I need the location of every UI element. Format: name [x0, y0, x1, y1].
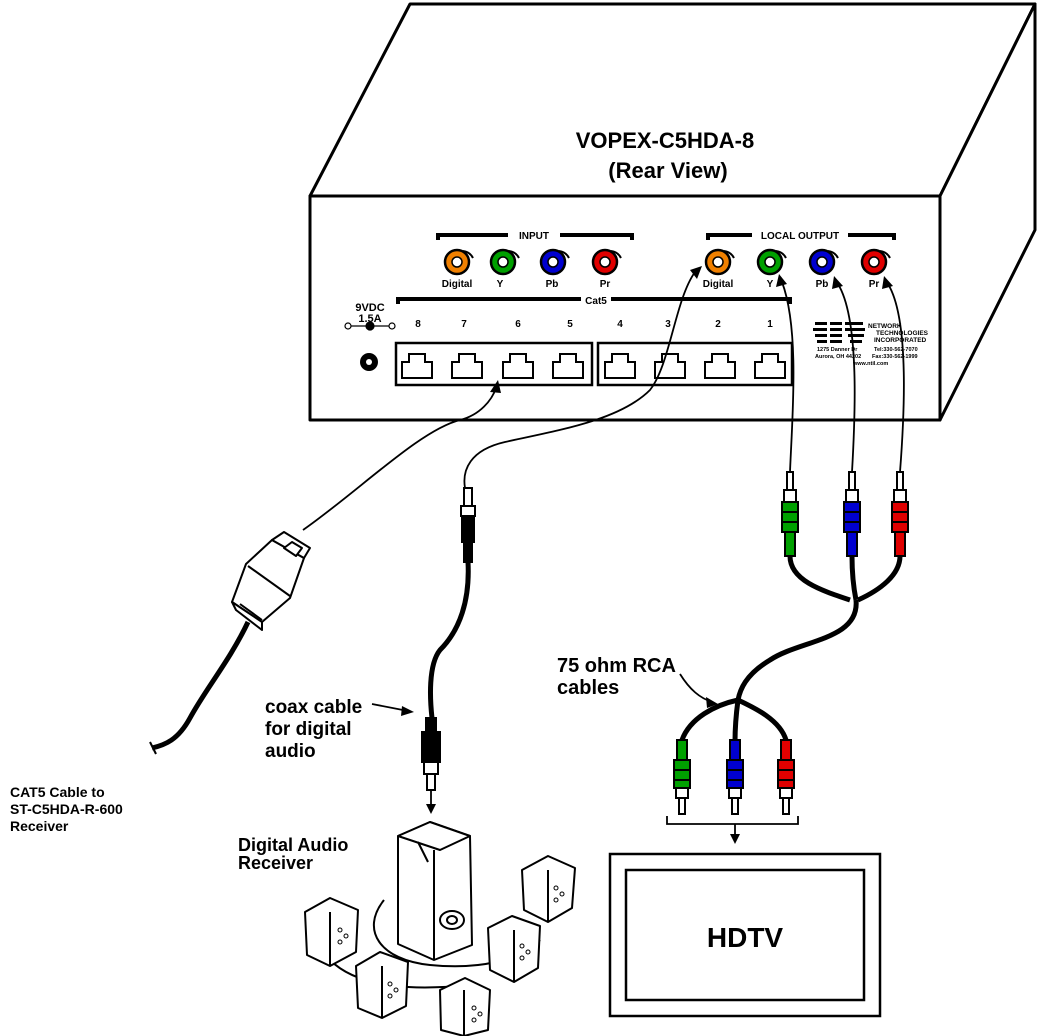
- audio-receiver-label-2: Receiver: [238, 853, 313, 873]
- cat5-cable-upper: [302, 387, 497, 531]
- company-name-2: TECHNOLOGIES: [876, 330, 929, 337]
- coax-cable-upper: [463, 271, 696, 489]
- coax-cable-middle: [428, 561, 471, 719]
- device-subtitle: (Rear View): [608, 158, 727, 183]
- port-number-3: 3: [665, 319, 671, 330]
- coax-callout-line-2: for digital: [265, 719, 352, 740]
- rca-plug-bottom-blue: [726, 739, 744, 815]
- power-rating-amps: 1.5A: [358, 313, 381, 325]
- company-logo: [813, 322, 865, 343]
- rj45-port-4: [604, 353, 636, 379]
- cat5-callout-line-1: CAT5 Cable to: [10, 784, 105, 800]
- cat5-label: Cat5: [585, 296, 607, 307]
- company-tel: Tel:330-562-7070: [874, 347, 918, 353]
- rj45-ports: [401, 353, 786, 379]
- output-jack-pb: Pb: [808, 248, 839, 290]
- cat5-plug: [231, 531, 311, 631]
- port-number-1: 1: [767, 319, 773, 330]
- coax-callout-line-3: audio: [265, 741, 316, 762]
- input-jack-label-pb: Pb: [546, 279, 559, 290]
- polarity-symbol: [344, 321, 396, 331]
- coax-callout-line-1: coax cable: [265, 697, 362, 718]
- cat5-cable-arrowhead: [490, 380, 501, 393]
- input-jack-digital: Digital: [442, 248, 474, 290]
- rca-plug-top-green: [781, 471, 799, 557]
- input-label: INPUT: [519, 231, 549, 242]
- coax-plug-top: [460, 487, 476, 563]
- rca-plug-top-blue: [843, 471, 861, 557]
- speaker-grille-dots: [337, 885, 565, 1023]
- coax-down-arrow-head: [426, 804, 436, 814]
- local-output-label: LOCAL OUTPUT: [761, 231, 839, 242]
- cat5-cable-end: [149, 741, 157, 755]
- port-number-6: 6: [515, 319, 521, 330]
- port-number-8: 8: [415, 319, 421, 330]
- port-numbers: 8 7 6 5 4 3 2 1: [415, 319, 773, 330]
- output-jack-label-pr: Pr: [869, 279, 880, 290]
- company-address-1: 1275 Danner Dr: [817, 347, 858, 353]
- rca-callout-arrowhead: [706, 697, 718, 708]
- company-address-2: Aurora, OH 44202: [815, 354, 861, 360]
- rca-plug-bottom-green: [673, 739, 691, 815]
- power-rating-volts: 9VDC: [355, 302, 384, 314]
- output-jacks: Digital Y Pb Pr: [703, 248, 891, 290]
- output-jack-y: Y: [756, 248, 787, 290]
- speaker-1: [304, 897, 359, 967]
- rca-callout-line-1: 75 ohm RCA: [557, 655, 676, 677]
- port-number-2: 2: [715, 319, 721, 330]
- rj45-port-8: [401, 353, 433, 379]
- coax-callout-arrowhead: [401, 706, 414, 716]
- company-name-3: INCORPORATED: [874, 337, 927, 344]
- company-name-1: NETWORK: [868, 323, 902, 330]
- rj45-port-7: [451, 353, 483, 379]
- rca-lead-arrowheads: [776, 274, 893, 289]
- audio-receiver-label-1: Digital Audio: [238, 835, 348, 855]
- input-jack-label-digital: Digital: [442, 279, 473, 290]
- input-jack-pr: Pr: [591, 248, 622, 290]
- cat5-callout-line-2: ST-C5HDA-R-600: [10, 801, 123, 817]
- rj45-port-3: [654, 353, 686, 379]
- rj45-port-2: [704, 353, 736, 379]
- hdtv-label: HDTV: [707, 922, 784, 953]
- port-number-4: 4: [617, 319, 623, 330]
- cat5-label-bg: [581, 294, 611, 306]
- digital-audio-receiver-illustration: [304, 821, 576, 1036]
- input-jack-y: Y: [489, 248, 520, 290]
- device-title: VOPEX-C5HDA-8: [576, 128, 754, 153]
- input-jack-label-pr: Pr: [600, 279, 611, 290]
- output-jack-digital: Digital: [703, 248, 735, 290]
- coax-cable-arrowhead: [690, 266, 702, 279]
- input-jacks: Digital Y Pb Pr: [442, 248, 622, 290]
- port-number-7: 7: [461, 319, 467, 330]
- cat5-callout-line-3: Receiver: [10, 818, 69, 834]
- hdtv-arrow-head: [730, 834, 740, 844]
- power-jack: [360, 353, 378, 371]
- output-jack-label-y: Y: [767, 279, 774, 290]
- rj45-port-1: [754, 353, 786, 379]
- output-jack-pr: Pr: [860, 248, 891, 290]
- input-jack-pb: Pb: [539, 248, 570, 290]
- output-jack-label-digital: Digital: [703, 279, 734, 290]
- rca-plug-bottom-red: [777, 739, 795, 815]
- cat5-cable-lower: [151, 620, 251, 751]
- rca-plug-top-red: [891, 471, 909, 557]
- local-output-label-bg: [752, 228, 848, 242]
- rj45-port-5: [552, 353, 584, 379]
- rj45-port-6: [502, 353, 534, 379]
- output-jack-label-pb: Pb: [816, 279, 829, 290]
- rca-cable-bundle: [679, 555, 903, 743]
- rca-callout-line-2: cables: [557, 677, 619, 699]
- company-website: www.ntil.com: [852, 361, 888, 367]
- hdtv: [608, 852, 882, 1018]
- company-info: NETWORK TECHNOLOGIES INCORPORATED 1275 D…: [815, 323, 929, 367]
- port-number-5: 5: [567, 319, 573, 330]
- coax-plug-bottom: [421, 717, 441, 791]
- company-fax: Fax:330-562-1999: [872, 354, 918, 360]
- rca-leads: [781, 281, 905, 473]
- input-jack-label-y: Y: [497, 279, 504, 290]
- input-label-bg: [508, 228, 560, 242]
